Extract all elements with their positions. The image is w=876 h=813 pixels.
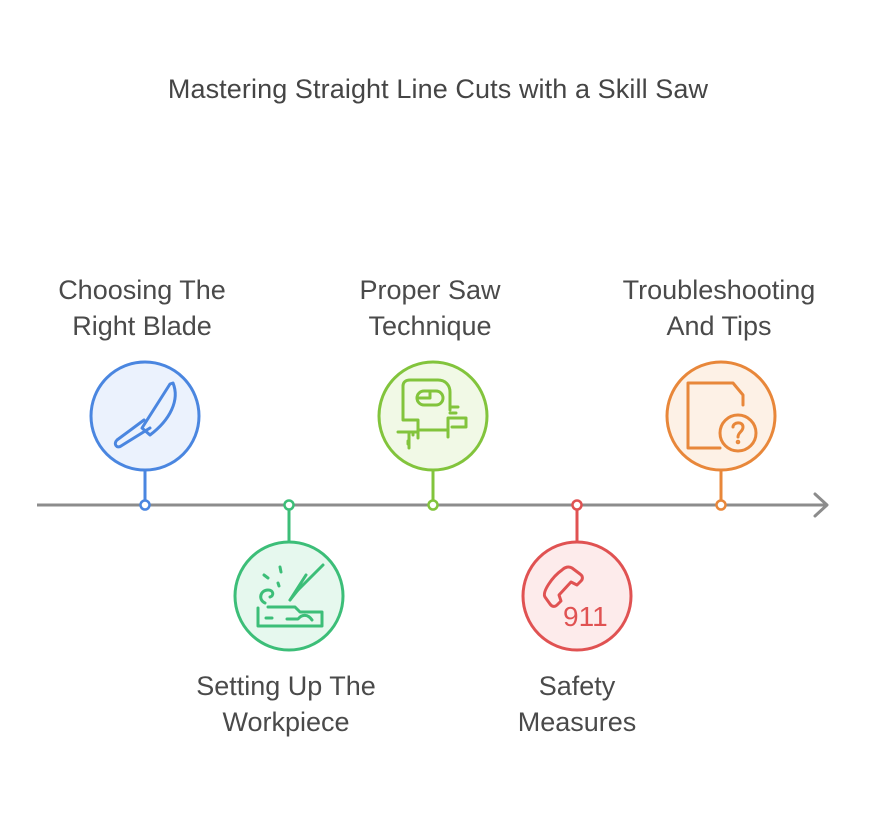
emergency-phone-911-icon: 911: [542, 565, 608, 632]
label-line: Choosing The: [58, 275, 226, 305]
timeline-marker: [139, 499, 151, 511]
label-line: Proper Saw: [359, 275, 501, 305]
arrow-head-icon: [813, 492, 829, 518]
timeline-marker: [715, 499, 727, 511]
timeline-step-saw-technique: [377, 360, 489, 511]
timeline-step-workpiece: [233, 499, 345, 652]
label-line: Technique: [368, 311, 492, 341]
timeline-step-safety: 911: [521, 499, 633, 652]
timeline-marker: [571, 499, 583, 511]
timeline-step-choosing-blade: [89, 360, 201, 511]
document-question-icon: [686, 381, 758, 453]
workpiece-cutting-icon: [256, 563, 325, 628]
label-line: And Tips: [666, 311, 772, 341]
label-line: Safety: [538, 671, 616, 701]
label-line: Workpiece: [222, 707, 350, 737]
label-line: Setting Up The: [196, 671, 376, 701]
label-line: Measures: [517, 707, 637, 737]
timeline-marker: [427, 499, 439, 511]
step-label-troubleshooting: Troubleshooting And Tips: [599, 272, 839, 344]
step-label-choosing-blade: Choosing The Right Blade: [22, 272, 262, 344]
timeline-step-troubleshooting: [665, 360, 777, 511]
knife-icon: [113, 381, 177, 449]
emergency-number: 911: [563, 601, 608, 632]
timeline-marker: [283, 499, 295, 511]
step-label-safety: Safety Measures: [457, 668, 697, 740]
label-line: Troubleshooting: [622, 275, 816, 305]
label-line: Right Blade: [72, 311, 212, 341]
diagram-title: Mastering Straight Line Cuts with a Skil…: [167, 74, 709, 104]
step-label-workpiece: Setting Up The Workpiece: [166, 668, 406, 740]
jigsaw-icon: [396, 378, 468, 450]
step-label-saw-technique: Proper Saw Technique: [310, 272, 550, 344]
